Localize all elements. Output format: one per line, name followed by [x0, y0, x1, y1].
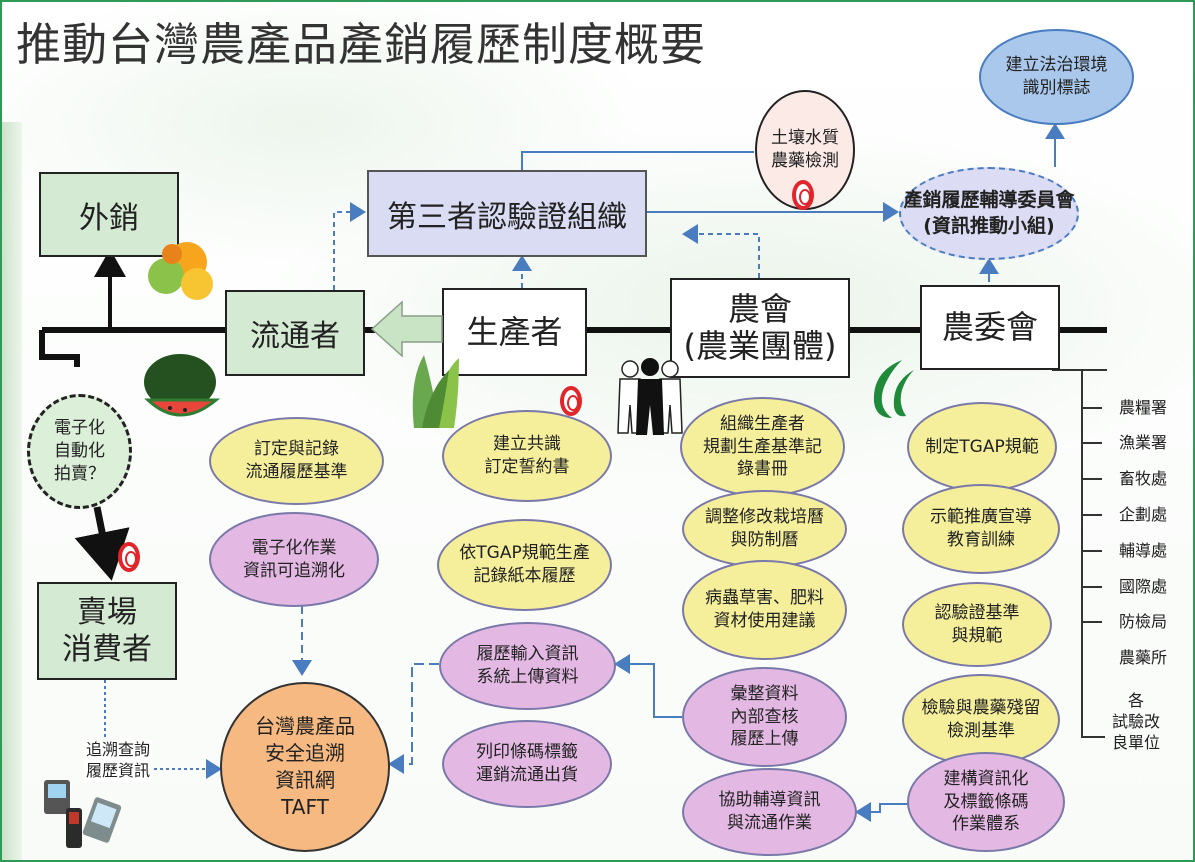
people-icon: [617, 358, 683, 435]
bullseye-mark-icon: [792, 180, 814, 210]
distributor-box: 流通者: [225, 290, 365, 376]
farmers-association-box: 農會 (農業團體): [670, 278, 850, 378]
tgap-produce-ellipse: 依TGAP規範生產 記錄紙本履歷: [437, 519, 612, 611]
agency-item: 漁業署: [1119, 433, 1168, 452]
big-arrow-icon: [370, 300, 443, 358]
decorative-strip: [2, 122, 22, 860]
cert-standard-ellipse: 認驗證基準 與規範: [902, 582, 1052, 667]
third-party-cert-box: 第三者認驗證組織: [367, 170, 647, 257]
pest-advice-ellipse: 病蟲草害、肥料 資材使用建議: [682, 560, 847, 660]
organize-producers-ellipse: 組織生產者 規劃生產基準記 錄書冊: [680, 397, 845, 497]
compile-data-ellipse: 彙整資料 內部查核 履歷上傳: [682, 667, 847, 767]
lettuce-icon: [412, 355, 459, 428]
agency-item: 畜牧處: [1119, 469, 1168, 488]
distribution-standard-ellipse: 訂定與記錄 流通履歷基準: [209, 417, 384, 505]
residue-test-ellipse: 檢驗與農藥殘留 檢測基準: [902, 674, 1060, 766]
agency-item: 輔導處: [1119, 541, 1168, 560]
watermelon-icon: [144, 354, 220, 417]
market-consumer-box: 賣場 消費者: [37, 582, 177, 680]
bullseye-mark-icon: [118, 542, 140, 572]
tgap-spec-ellipse: 制定TGAP規範: [907, 402, 1057, 492]
auction-circle: 電子化 自動化 拍賣？: [27, 394, 132, 509]
e-traceability-ellipse: 電子化作業 資訊可追溯化: [209, 512, 379, 607]
committee-ellipse: 產銷履歷輔導委員會 (資訊推動小組): [899, 167, 1079, 260]
agency-item: 企劃處: [1119, 505, 1168, 524]
oranges-icon: [148, 242, 213, 300]
demo-training-ellipse: 示範推廣宣導 教育訓練: [902, 484, 1060, 574]
legal-environment-ellipse: 建立法治環境 識別標誌: [979, 29, 1134, 125]
agency-item: 農藥所: [1119, 648, 1168, 667]
agency-item: 國際處: [1119, 577, 1168, 596]
trace-query-label: 追溯查詢 履歷資訊: [84, 740, 153, 782]
agency-item: 農糧署: [1119, 398, 1168, 417]
barcode-shipping-ellipse: 列印條碼標籤 運銷流通出貨: [442, 720, 612, 808]
page-title: 推動台灣農產品產銷履歷制度概要: [16, 18, 707, 71]
upload-input-ellipse: 履歷輸入資訊 系統上傳資料: [439, 622, 616, 710]
agency-item: 防檢局: [1119, 612, 1168, 631]
consensus-ellipse: 建立共識 訂定誓約書: [442, 410, 612, 502]
agency-item: 各 試驗改 良單位: [1112, 691, 1161, 752]
coa-box: 農委會: [920, 285, 1060, 370]
adjust-calendar-ellipse: 調整修改栽培曆 與防制曆: [682, 490, 847, 568]
assist-distribution-ellipse: 協助輔導資訊 與流通作業: [682, 768, 857, 856]
phones-icon: [44, 780, 122, 848]
bullseye-mark-icon: [560, 386, 582, 416]
build-info-system-ellipse: 建構資訊化 及標籤條碼 作業體系: [907, 752, 1065, 852]
coa-logo-icon: [873, 360, 914, 418]
soil-water-test-ellipse: 土壤水質 農藥檢測: [755, 90, 855, 210]
producer-box: 生產者: [442, 288, 587, 376]
taft-circle: 台灣農產品 安全追溯 資訊網 TAFT: [220, 682, 390, 852]
export-box: 外銷: [39, 172, 179, 257]
